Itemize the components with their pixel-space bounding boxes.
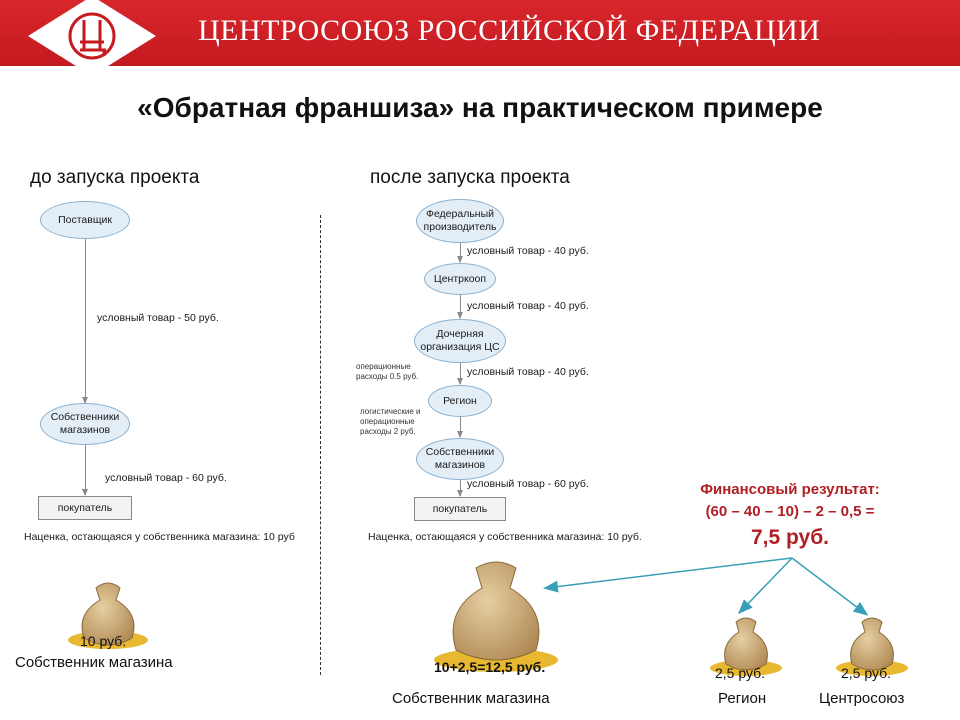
right-column-heading: после запуска проекта <box>370 167 570 188</box>
node-region: Регион <box>428 385 492 417</box>
flow-label: условный товар - 40 руб. <box>467 300 589 312</box>
bag-owner-centrosoyuz: Центросоюз <box>819 690 905 707</box>
flow-arrow <box>457 243 463 263</box>
node-subsidiary: Дочерняя организация ЦС <box>414 319 506 363</box>
flow-label: условный товар - 40 руб. <box>467 245 589 257</box>
flow-arrow <box>457 363 463 385</box>
centrosoyuz-logo <box>22 0 162 80</box>
flow-arrow <box>82 445 88 496</box>
flow-arrow <box>457 295 463 319</box>
node-centrkoop: Центркооп <box>424 263 496 295</box>
left-column-heading: до запуска проекта <box>30 167 200 188</box>
node-store-owners-after: Собственники магазинов <box>416 438 504 480</box>
money-bag-icon <box>836 617 908 676</box>
column-divider <box>320 215 321 675</box>
header-title: ЦЕНТРОСОЮЗ РОССИЙСКОЙ ФЕДЕРАЦИИ <box>198 14 821 47</box>
bag-owner-left: Собственник магазина <box>15 654 173 671</box>
margin-note-after: Наценка, остающаяся у собственника магаз… <box>368 531 642 543</box>
flow-label: условный товар - 50 руб. <box>97 312 219 324</box>
flow-arrow <box>457 480 463 497</box>
node-buyer: покупатель <box>38 496 132 520</box>
header-bar: ЦЕНТРОСОЮЗ РОССИЙСКОЙ ФЕДЕРАЦИИ <box>0 0 960 76</box>
side-note-operational: операционные расходы 0.5 руб. <box>356 362 419 381</box>
money-bag-icon <box>710 617 782 676</box>
node-federal-producer: Федеральный производитель <box>416 199 504 243</box>
bag-amount-region: 2,5 руб. <box>715 665 766 681</box>
bag-owner-region: Регион <box>718 690 767 707</box>
bag-owner-store: Собственник магазина <box>392 690 550 707</box>
node-store-owners: Собственники магазинов <box>40 403 130 445</box>
bag-amount-left: 10 руб. <box>80 633 127 649</box>
flow-label: условный товар - 60 руб. <box>105 472 227 484</box>
bag-amount-store: 10+2,5=12,5 руб. <box>434 659 546 675</box>
margin-note: Наценка, остающаяся у собственника магаз… <box>24 531 295 543</box>
financial-result: 7,5 руб. <box>750 526 830 549</box>
flow-arrow <box>82 239 88 404</box>
flow-label: условный товар - 40 руб. <box>467 366 589 378</box>
flow-label: условный товар - 60 руб. <box>467 478 589 490</box>
side-note-logistics: логистические и операционные расходы 2 р… <box>360 407 421 436</box>
money-bag-icon <box>68 582 148 649</box>
money-bag-icon <box>434 561 558 672</box>
bag-amount-centrosoyuz: 2,5 руб. <box>841 665 892 681</box>
flow-arrow <box>457 417 463 438</box>
node-buyer-after: покупатель <box>414 497 506 521</box>
slide-title: «Обратная франшиза» на практическом прим… <box>137 92 823 123</box>
financial-title: Финансовый результат: <box>700 481 880 498</box>
financial-formula: (60 – 40 – 10) – 2 – 0,5 = <box>705 503 875 520</box>
node-supplier: Поставщик <box>40 201 130 239</box>
